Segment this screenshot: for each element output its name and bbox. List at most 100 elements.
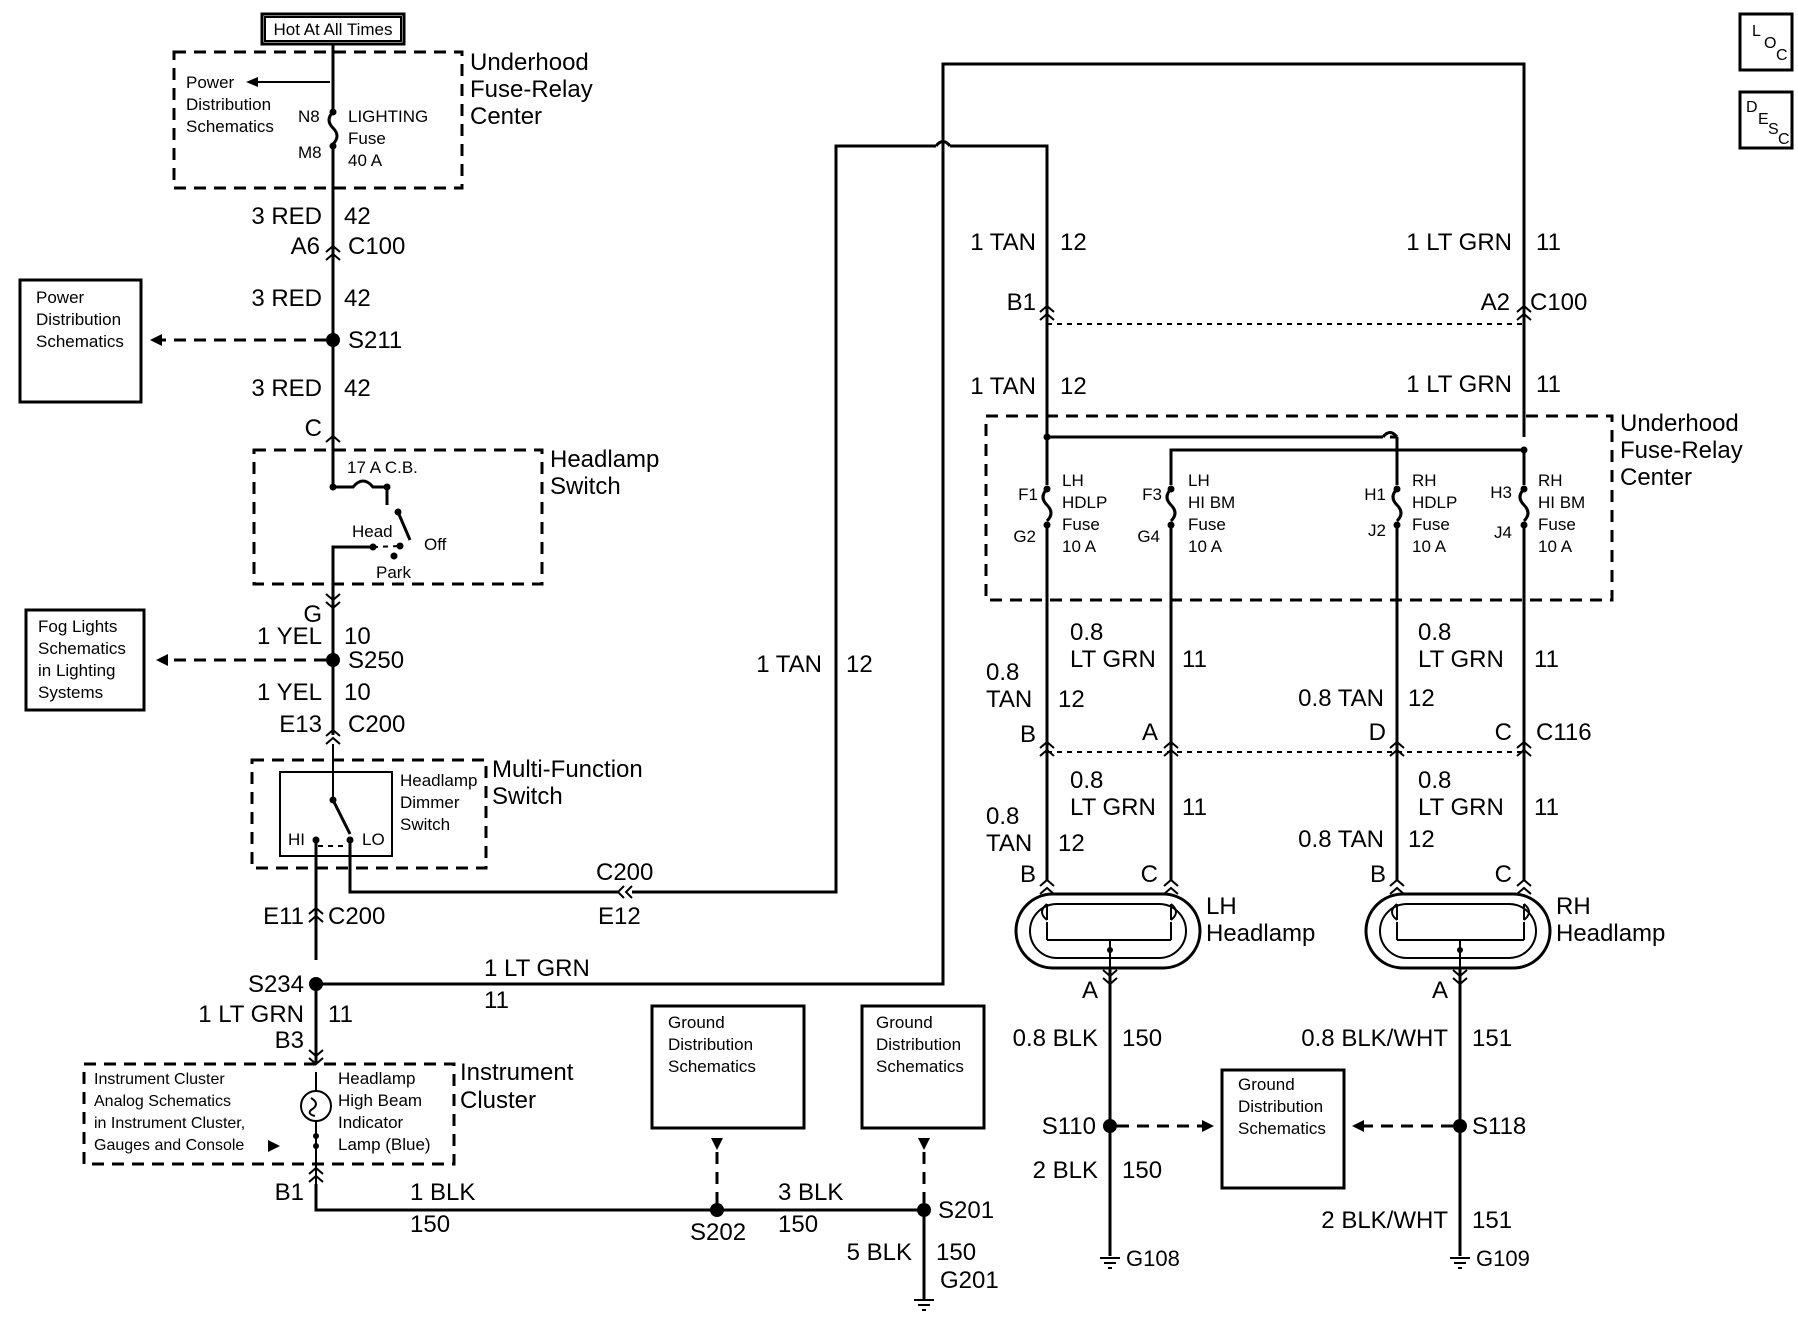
high-beam-lamp-label: Headlamp High Beam Indicator Lamp (Blue): [338, 1069, 431, 1154]
circuit-breaker-icon: [333, 479, 387, 489]
headlamp-switch-box: [252, 448, 544, 586]
lh-tan-b-circuit: 12: [1058, 830, 1085, 857]
svg-text:RH: RH: [1556, 893, 1591, 920]
conn-c100-right: C100: [1530, 289, 1587, 316]
pin-b3: B3: [275, 1027, 304, 1054]
ground-g201-label: G201: [940, 1267, 999, 1294]
svg-text:Headlamp: Headlamp: [400, 771, 478, 790]
splice-s211-label: S211: [348, 327, 402, 354]
mfs-title: Multi-Function Switch: [492, 756, 643, 810]
conn-e11: E11: [263, 903, 304, 930]
svg-text:Distribution: Distribution: [876, 1035, 961, 1054]
circuit-150-3: 150: [936, 1239, 976, 1266]
circuit-42-2: 42: [344, 285, 371, 312]
circuit-11-top: 11: [1536, 229, 1561, 256]
svg-text:Switch: Switch: [400, 815, 450, 834]
switch-blade-icon: [396, 511, 412, 541]
ground-dist-box-3: [1220, 1068, 1346, 1190]
circuit-11-center: 11: [484, 987, 509, 1014]
lh-lamp-pin-b: B: [1020, 861, 1036, 888]
conn-c100-left: C100: [348, 233, 405, 260]
svg-text:High Beam: High Beam: [338, 1091, 422, 1110]
ground-g108-icon: [1099, 1257, 1121, 1269]
svg-text:LH: LH: [1188, 471, 1210, 490]
rh-gnd-circuit2: 151: [1472, 1207, 1512, 1234]
pin-c: C: [305, 415, 322, 442]
svg-text:40 A: 40 A: [348, 151, 383, 170]
svg-text:Schematics: Schematics: [876, 1057, 964, 1076]
rh-ltgrn-a-color: LT GRN: [1418, 646, 1504, 673]
fuse-rh-hdlp: H1 J2 RH HDLP Fuse 10 A: [1364, 471, 1457, 556]
fuse-rh-hibm: H3 J4 RH HI BM Fuse 10 A: [1490, 471, 1585, 556]
svg-text:G4: G4: [1137, 527, 1160, 546]
svg-text:Fuse: Fuse: [1188, 515, 1226, 534]
svg-text:HI BM: HI BM: [1188, 493, 1235, 512]
svg-text:Distribution: Distribution: [1238, 1097, 1323, 1116]
dimmer-switch-label: Headlamp Dimmer Switch: [400, 771, 478, 834]
svg-text:Distribution: Distribution: [36, 310, 121, 329]
arrow-left-icon: [246, 77, 258, 87]
dimmer-switch-inner-box: [279, 771, 393, 857]
svg-text:E: E: [1758, 111, 1769, 128]
svg-text:Fuse-Relay: Fuse-Relay: [470, 76, 593, 103]
lh-ltgrn-b-circuit: 11: [1182, 794, 1207, 821]
pin-b1-right: B1: [1007, 289, 1036, 316]
lighting-fuse-label: LIGHTING Fuse 40 A: [348, 107, 428, 170]
svg-text:S: S: [1768, 121, 1779, 138]
svg-text:10 A: 10 A: [1538, 537, 1573, 556]
rh-lamp-pin-a: A: [1432, 977, 1448, 1004]
switch-park: Park: [376, 563, 411, 582]
svg-text:F3: F3: [1142, 485, 1162, 504]
circuit-150-2: 150: [778, 1211, 818, 1238]
splice-s110: [1103, 1119, 1117, 1133]
svg-text:Analog Schematics: Analog Schematics: [94, 1093, 231, 1110]
svg-text:10 A: 10 A: [1412, 537, 1447, 556]
conn-c200-center: C200: [596, 859, 653, 886]
rh-gnd-circuit: 151: [1472, 1025, 1512, 1052]
ground-g201-icon: [913, 1299, 935, 1311]
c116-pin-d: D: [1369, 719, 1386, 746]
loc-icon[interactable]: L O C: [1738, 12, 1794, 72]
lh-gnd-circuit2: 150: [1122, 1157, 1162, 1184]
ufrc-right-title: Underhood Fuse-Relay Center: [1620, 410, 1743, 491]
svg-text:Schematics: Schematics: [1238, 1119, 1326, 1138]
rh-ltgrn-b-circuit: 11: [1534, 794, 1559, 821]
lighting-fuse-icon: [327, 110, 339, 146]
c116-pin-c: C: [1495, 719, 1512, 746]
rh-tan-b-circuit: 12: [1408, 826, 1435, 853]
wire-3red-1: 3 RED: [251, 203, 322, 230]
fuse-lh-hibm: F3 G4 LH HI BM Fuse 10 A: [1137, 471, 1235, 556]
dimmer-lo: LO: [362, 830, 385, 849]
circuit-11-left: 11: [328, 1001, 353, 1028]
arrow-right-icon: [1202, 1120, 1214, 1132]
lh-gnd-circuit: 150: [1122, 1025, 1162, 1052]
c116-pin-b: B: [1020, 721, 1036, 748]
splice-s234-label: S234: [248, 971, 304, 998]
conn-c200-b: C200: [328, 903, 385, 930]
svg-text:Headlamp: Headlamp: [550, 446, 659, 473]
svg-text:Schematics: Schematics: [36, 332, 124, 351]
svg-text:Schematics: Schematics: [186, 117, 274, 136]
svg-text:RH: RH: [1412, 471, 1437, 490]
circuit-42-3: 42: [344, 375, 371, 402]
desc-icon[interactable]: D E S C: [1738, 90, 1794, 150]
lh-ltgrn-a-size: 0.8: [1070, 619, 1103, 646]
circuit-10-2: 10: [344, 679, 371, 706]
conn-e12: E12: [598, 903, 641, 930]
splice-s250-label: S250: [348, 647, 404, 674]
svg-text:HDLP: HDLP: [1062, 493, 1107, 512]
svg-text:LH: LH: [1206, 893, 1237, 920]
svg-text:Fuse-Relay: Fuse-Relay: [1620, 437, 1743, 464]
svg-text:Center: Center: [470, 103, 542, 130]
svg-text:Dimmer: Dimmer: [400, 793, 460, 812]
svg-text:Lamp (Blue): Lamp (Blue): [338, 1135, 431, 1154]
rh-gnd-wire2: 2 BLK/WHT: [1321, 1207, 1448, 1234]
conn-c116: C116: [1536, 719, 1592, 746]
svg-text:C: C: [1778, 131, 1790, 148]
lh-tan-b-size: 0.8: [986, 803, 1019, 830]
ground-g108-label: G108: [1126, 1246, 1180, 1271]
svg-text:LH: LH: [1062, 471, 1084, 490]
svg-text:RH: RH: [1538, 471, 1563, 490]
wire-3red-3: 3 RED: [251, 375, 322, 402]
